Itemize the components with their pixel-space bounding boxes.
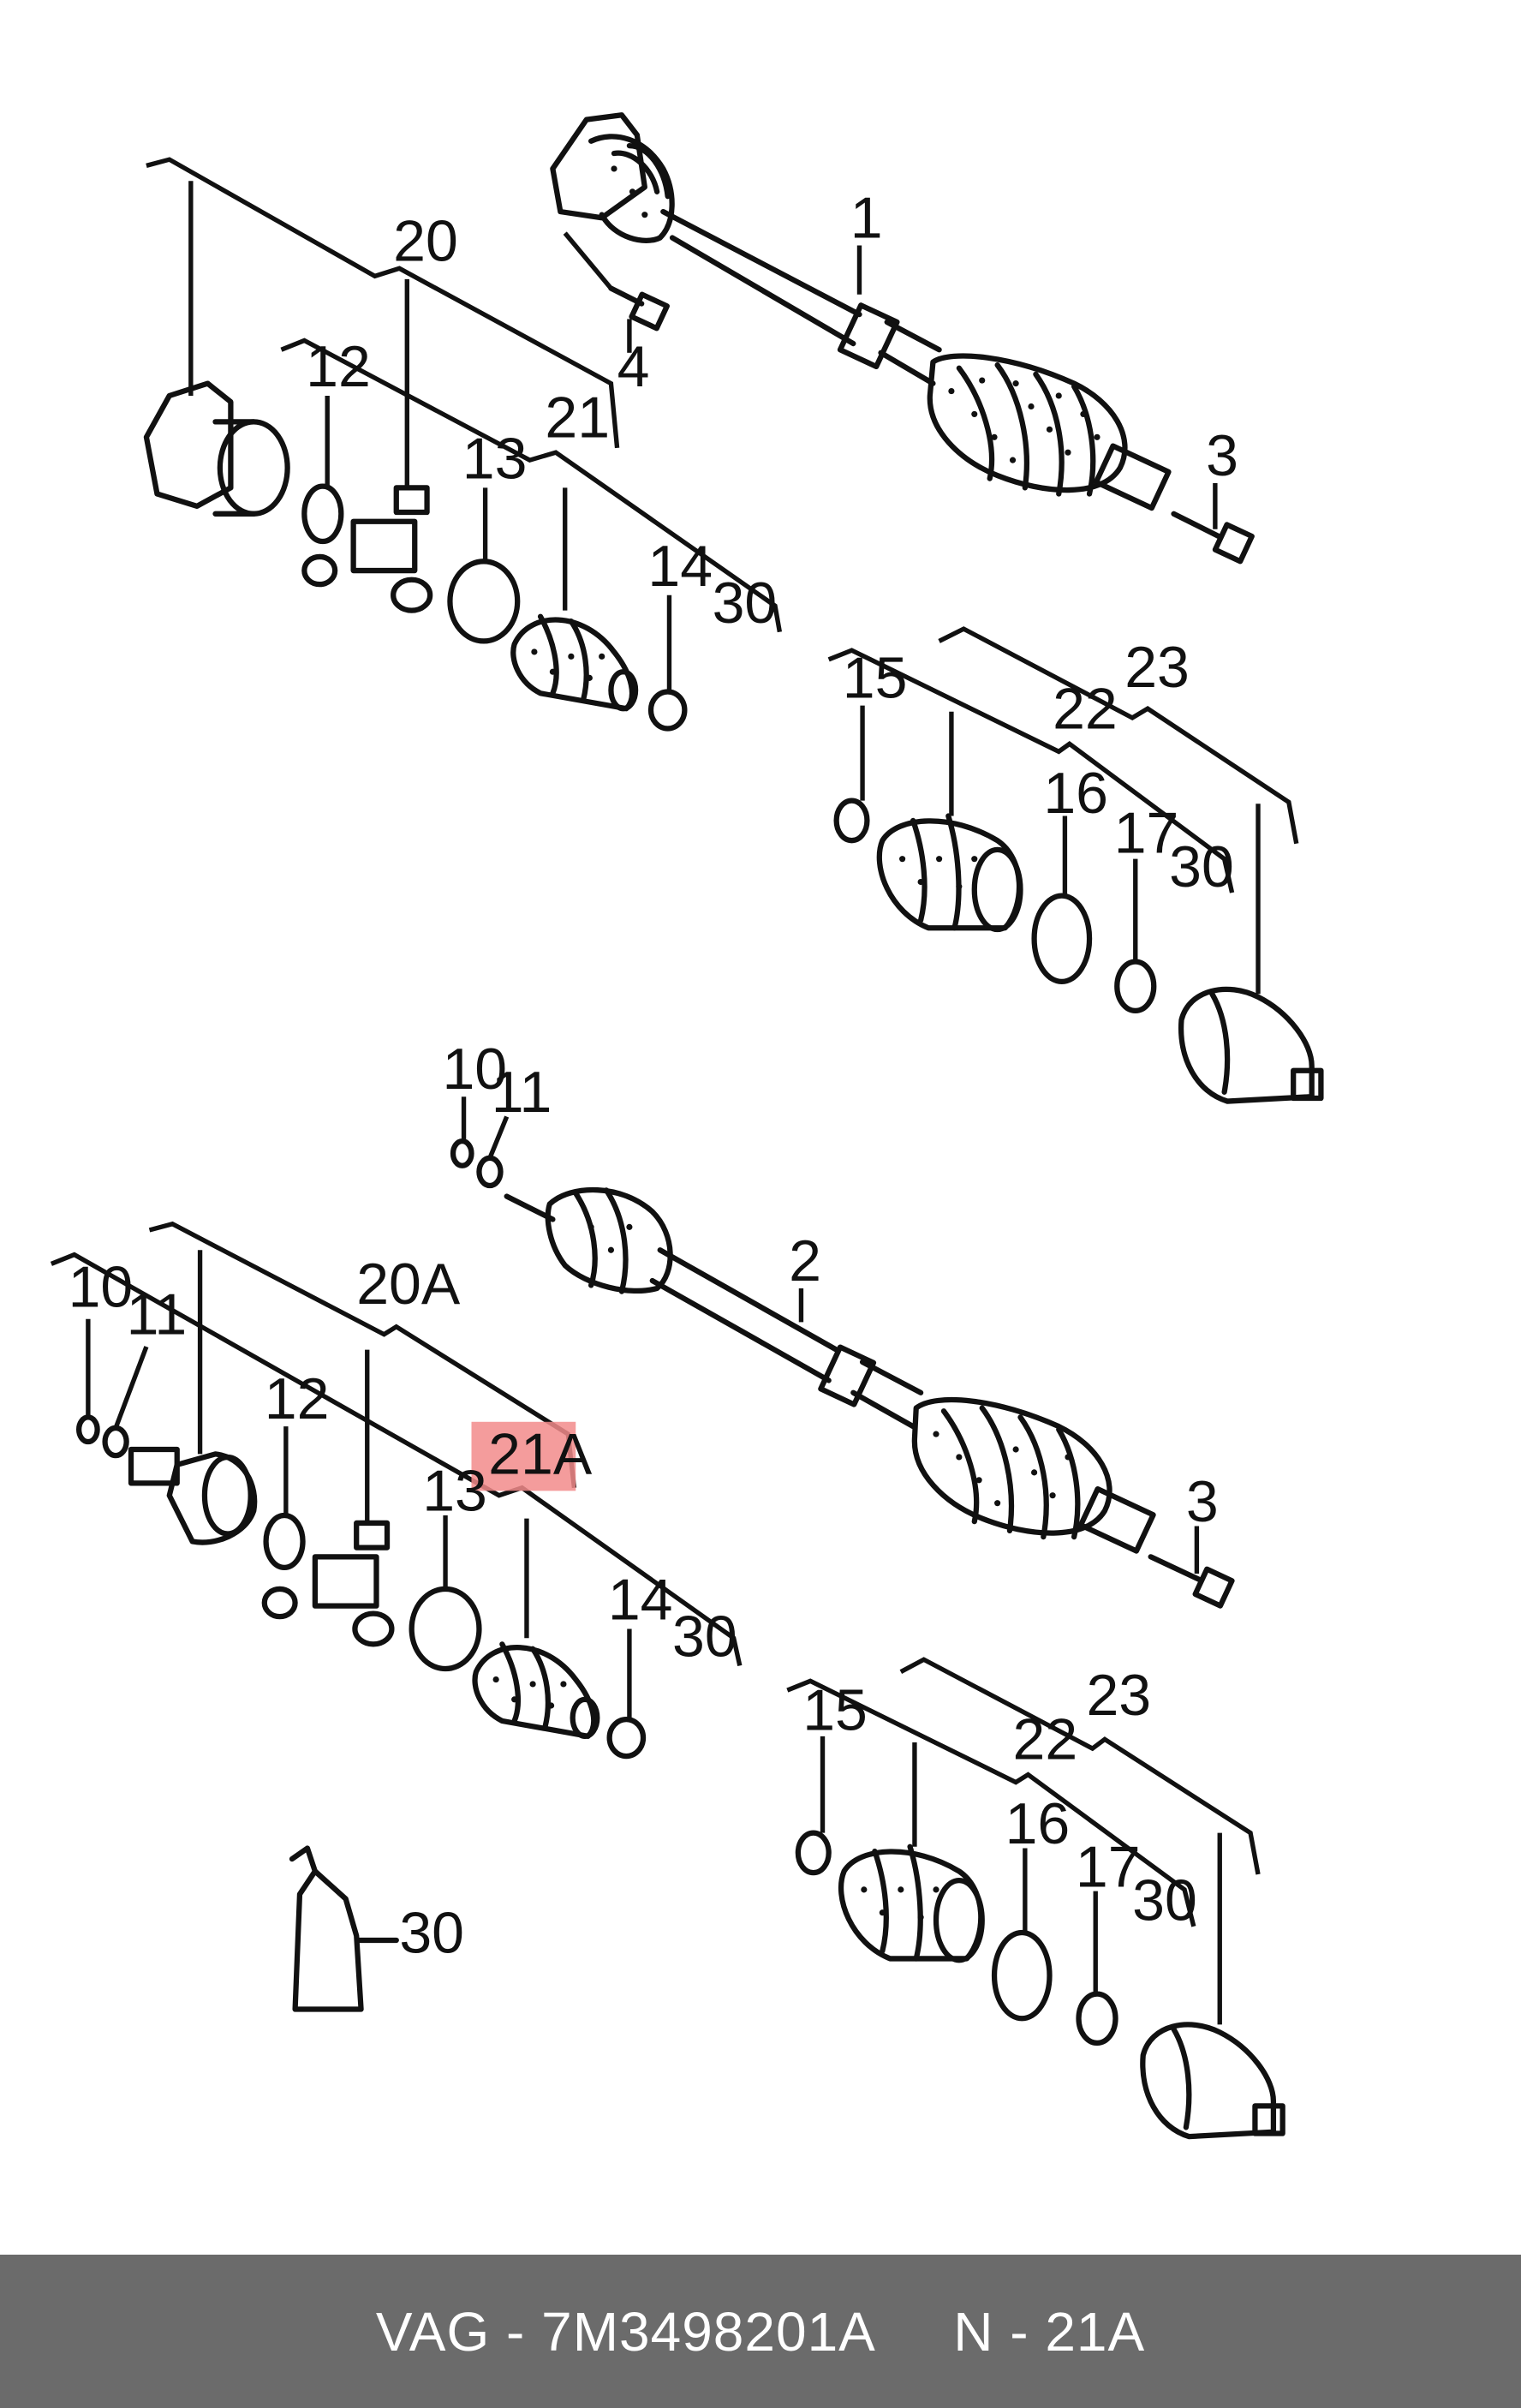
bolt-3-upper [1171, 511, 1255, 565]
highlight-21A [471, 1421, 576, 1491]
outer-joint-23-upper [1178, 986, 1324, 1104]
ring-11-lower-shaft [476, 1155, 504, 1189]
callout-10-shaft: 10 [442, 1037, 507, 1102]
callout-15-lower: 15 [802, 1678, 868, 1743]
ring-11-lower [102, 1425, 129, 1459]
callout-30-c: 30 [672, 1604, 737, 1670]
callout-20: 20 [393, 208, 458, 273]
circlip-17-lower [1076, 1991, 1118, 2047]
callout-21: 21 [545, 385, 610, 450]
exploded-parts-diagram: 1 4 3 20 12 21 13 14 30 23 15 22 16 17 3… [50, 112, 1324, 2140]
drive-shaft-1 [550, 112, 1172, 511]
callout-12-upper: 12 [306, 334, 371, 399]
callout-10-lower: 10 [69, 1254, 134, 1319]
boot-21A [472, 1641, 600, 1739]
grease-tube-30 [289, 1845, 399, 2012]
callout-21A: 21A [488, 1422, 593, 1487]
clamp-15-lower [795, 1830, 832, 1876]
callout-11-shaft: 11 [492, 1060, 552, 1125]
callout-labels: 1 4 3 20 12 21 13 14 30 23 15 22 16 17 3… [69, 186, 1238, 1966]
callout-30-d: 30 [1132, 1868, 1197, 1933]
callout-17-lower: 17 [1076, 1834, 1141, 1899]
callout-30-b: 30 [1169, 834, 1234, 899]
bolt-4 [608, 285, 670, 332]
callout-11-lower: 11 [127, 1282, 188, 1347]
clamp-13-upper [447, 559, 521, 644]
callout-3-lower: 3 [1186, 1469, 1219, 1534]
tripod-spider-upper [301, 485, 433, 613]
boot-21 [510, 613, 639, 712]
tripod-spider-lower [261, 1520, 395, 1647]
circlip-17-upper [1114, 959, 1157, 1014]
callout-13-upper: 13 [462, 427, 528, 492]
joint-housing-20A [128, 1446, 258, 1545]
callout-16-upper: 16 [1043, 761, 1108, 826]
circlip-10-lower [75, 1414, 100, 1445]
callout-20A: 20A [356, 1252, 461, 1317]
callout-14-lower: 14 [608, 1568, 673, 1633]
callout-23-upper: 23 [1124, 635, 1190, 700]
clamp-15-upper [833, 798, 870, 844]
callout-1: 1 [850, 186, 883, 251]
bolt-3-lower [1148, 1554, 1235, 1609]
callout-12-lower: 12 [265, 1366, 330, 1431]
drive-shaft-2 [504, 1187, 1156, 1554]
clamp-16-upper [1031, 893, 1093, 985]
callout-14-upper: 14 [647, 534, 713, 599]
clamp-14-lower [606, 1716, 647, 1760]
callout-13-lower: 13 [422, 1459, 487, 1524]
footer-text: VAG - 7M3498201A N - 21A [375, 2300, 1146, 2363]
callout-23-lower: 23 [1086, 1663, 1151, 1728]
callout-3-upper: 3 [1206, 423, 1238, 488]
boot-22-upper [876, 813, 1023, 933]
clamp-13-lower [409, 1586, 482, 1672]
callout-30-a: 30 [713, 571, 778, 636]
callout-17-upper: 17 [1114, 801, 1179, 866]
leader-lines [50, 157, 1299, 2025]
circlip-12-upper [301, 483, 344, 545]
callout-15-upper: 15 [843, 646, 908, 711]
joint-housing-20 [143, 380, 290, 517]
callout-22-upper: 22 [1053, 676, 1118, 741]
circlip-10-lower-shaft [450, 1138, 474, 1168]
clamp-16-lower [991, 1929, 1053, 2022]
circlip-12-lower [263, 1512, 306, 1571]
clamp-14-upper [647, 689, 688, 732]
boot-22-lower [838, 1843, 985, 1963]
callout-30-tube: 30 [399, 1900, 464, 1965]
callout-4: 4 [617, 334, 650, 399]
outer-joint-23-lower [1140, 2022, 1285, 2140]
part-number-footer: VAG - 7M3498201A N - 21A [0, 2255, 1521, 2408]
callout-16-lower: 16 [1005, 1791, 1071, 1856]
callout-22-lower: 22 [1013, 1707, 1078, 1772]
callout-2: 2 [789, 1228, 821, 1294]
